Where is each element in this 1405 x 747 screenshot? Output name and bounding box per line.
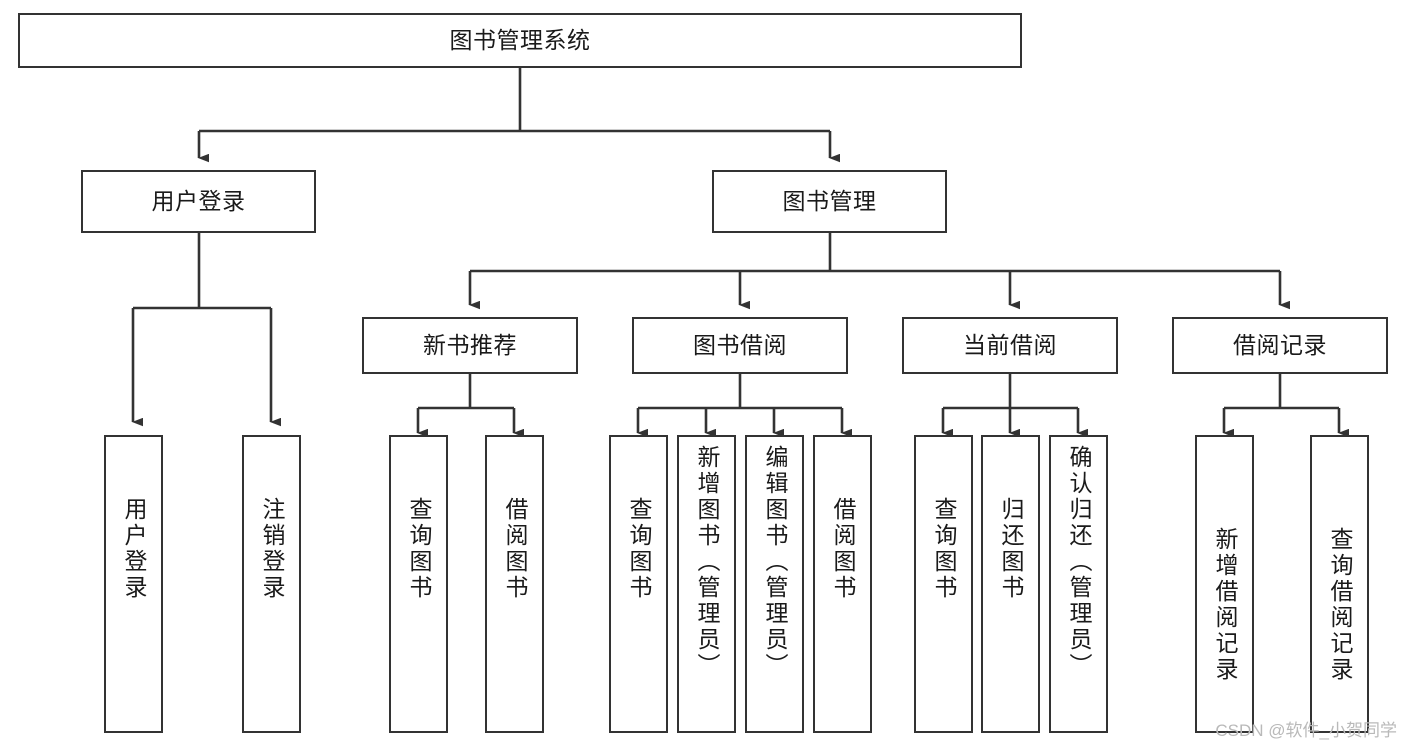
node-label: 新增借阅记录 — [1212, 527, 1238, 683]
node-leaf-user-login[interactable]: 用户登录 — [104, 435, 163, 733]
node-book-management[interactable]: 图书管理 — [712, 170, 947, 233]
node-label: 借阅图书 — [830, 497, 856, 601]
node-label: 新增图书（管理员） — [694, 445, 720, 679]
node-current-borrow[interactable]: 当前借阅 — [902, 317, 1118, 374]
node-leaf-current-query-book[interactable]: 查询图书 — [914, 435, 973, 733]
node-leaf-logout[interactable]: 注销登录 — [242, 435, 301, 733]
node-user-login[interactable]: 用户登录 — [81, 170, 316, 233]
node-label: 图书借阅 — [693, 331, 787, 358]
node-new-book-recommend[interactable]: 新书推荐 — [362, 317, 578, 374]
node-label: 新书推荐 — [423, 331, 517, 358]
node-label: 当前借阅 — [963, 331, 1057, 358]
node-label: 用户登录 — [151, 187, 246, 214]
node-label: 借阅记录 — [1233, 331, 1327, 358]
node-book-borrow[interactable]: 图书借阅 — [632, 317, 848, 374]
node-borrow-record[interactable]: 借阅记录 — [1172, 317, 1388, 374]
node-leaf-recommend-borrow-book[interactable]: 借阅图书 — [485, 435, 544, 733]
node-label: 编辑图书（管理员） — [762, 445, 788, 679]
node-label: 图书管理系统 — [449, 26, 591, 53]
node-leaf-record-query-record[interactable]: 查询借阅记录 — [1310, 435, 1369, 733]
node-leaf-record-add-record[interactable]: 新增借阅记录 — [1195, 435, 1254, 733]
watermark: CSDN @软件_小贺同学 — [1215, 721, 1397, 740]
node-label: 查询借阅记录 — [1327, 527, 1353, 683]
node-label: 查询图书 — [931, 497, 957, 601]
node-label: 注销登录 — [259, 497, 285, 601]
node-leaf-borrow-borrow-book[interactable]: 借阅图书 — [813, 435, 872, 733]
node-label: 查询图书 — [406, 497, 432, 601]
node-leaf-current-confirm-return-admin[interactable]: 确认归还（管理员） — [1049, 435, 1108, 733]
node-leaf-current-return-book[interactable]: 归还图书 — [981, 435, 1040, 733]
node-label: 图书管理 — [782, 187, 877, 214]
node-leaf-borrow-query-book[interactable]: 查询图书 — [609, 435, 668, 733]
node-label: 归还图书 — [998, 497, 1024, 601]
node-label: 确认归还（管理员） — [1066, 445, 1092, 679]
node-label: 用户登录 — [121, 497, 147, 601]
node-label: 借阅图书 — [502, 497, 528, 601]
node-label: 查询图书 — [626, 497, 652, 601]
node-root-book-management-system[interactable]: 图书管理系统 — [18, 13, 1022, 68]
node-leaf-borrow-edit-book-admin[interactable]: 编辑图书（管理员） — [745, 435, 804, 733]
node-leaf-recommend-query-book[interactable]: 查询图书 — [389, 435, 448, 733]
node-leaf-borrow-add-book-admin[interactable]: 新增图书（管理员） — [677, 435, 736, 733]
